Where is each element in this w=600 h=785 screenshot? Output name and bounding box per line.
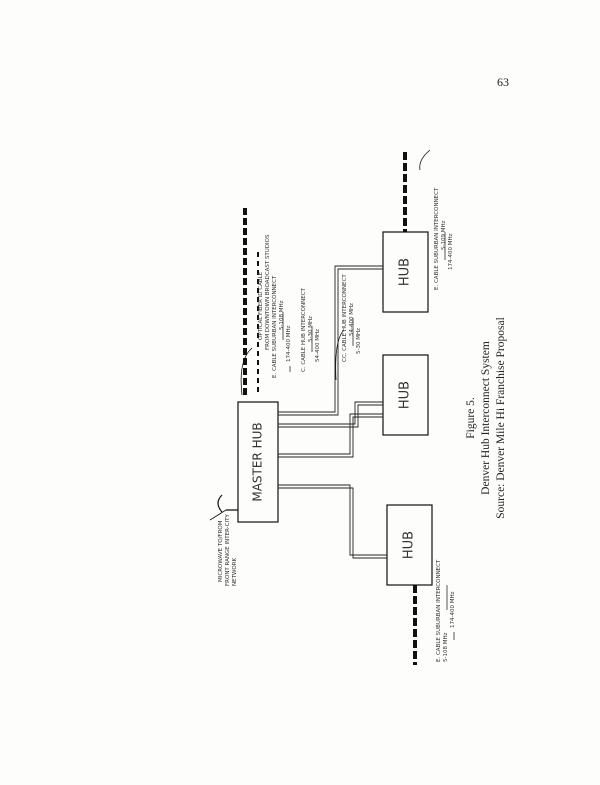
suburban-top-label-3: 174-400 MHz xyxy=(286,325,292,362)
link-to-right-hub xyxy=(278,265,383,416)
suburban-right-leader xyxy=(419,149,431,171)
microwave-label-2: FRONT RANGE INTER-CITY xyxy=(225,514,231,586)
link-to-middle-hub xyxy=(278,401,383,428)
page-number: 63 xyxy=(497,75,509,89)
hub-left-box xyxy=(386,504,433,586)
hub-middle-box xyxy=(382,354,429,436)
microwave-label-3: NETWORK xyxy=(232,557,238,586)
arrow-marks xyxy=(282,232,455,640)
suburban-top-label-2: 5-108 MHz xyxy=(279,300,285,330)
link-to-left-hub xyxy=(278,484,387,559)
suburban-top-label-1: E. CABLE SUBURBAN INTERCONNECT xyxy=(272,275,278,378)
master-hub-box xyxy=(237,401,279,523)
cc-cable-leader xyxy=(335,329,345,381)
hub-middle-label: HUB xyxy=(398,381,413,409)
cc-cable-label-2: 54-400 MHz xyxy=(349,303,355,336)
figure-title: Denver Hub Interconnect System xyxy=(480,341,492,495)
microwave-leader xyxy=(209,509,227,521)
suburban-right-label-2: 5-109 MHz xyxy=(441,220,447,250)
fiber-label-2: FROM DOWNTOWN BROADCAST STUDIOS xyxy=(265,234,271,350)
c-cable-label-3: 54-400 MHz xyxy=(315,329,321,362)
c-cable-label-1: C. CABLE HUB INTERCONNECT xyxy=(301,287,307,372)
cc-cable-label-3: 5-30 MHz xyxy=(356,328,362,354)
figure-source: Source: Denver Mile Hi Franchise Proposa… xyxy=(495,317,507,519)
master-hub-label: MASTER HUB xyxy=(251,422,265,501)
link-to-middle-hub-2 xyxy=(278,413,383,458)
hub-right-label: HUB xyxy=(398,258,413,286)
suburban-left-label-1: E. CABLE SUBURBAN INTERCONNECT xyxy=(436,559,442,662)
hub-right-box xyxy=(382,231,429,313)
suburban-left-label-2: 5-108 MHz xyxy=(443,632,449,662)
c-cable-label-2: 5-30 MHz xyxy=(308,316,314,342)
suburban-left-label-3: 174-400 MHz xyxy=(450,591,456,628)
suburban-right-label-3: 174-400 MHz xyxy=(448,233,454,270)
suburban-right-label-1: E. CABLE SUBURBAN INTERCONNECT xyxy=(434,187,440,290)
microwave-antenna-icon xyxy=(217,494,238,513)
microwave-label-1: MICROWAVE TO/FROM xyxy=(218,520,224,582)
cc-cable-label-1: CC. CABLE HUB INTERCONNECT xyxy=(342,274,348,362)
hub-left-label: HUB xyxy=(402,531,417,559)
figure-number: Figure 5. xyxy=(465,397,477,439)
fiber-label-1: OPTICAL FIBER ID CABLE xyxy=(258,271,264,340)
fiber-leader xyxy=(240,347,253,396)
